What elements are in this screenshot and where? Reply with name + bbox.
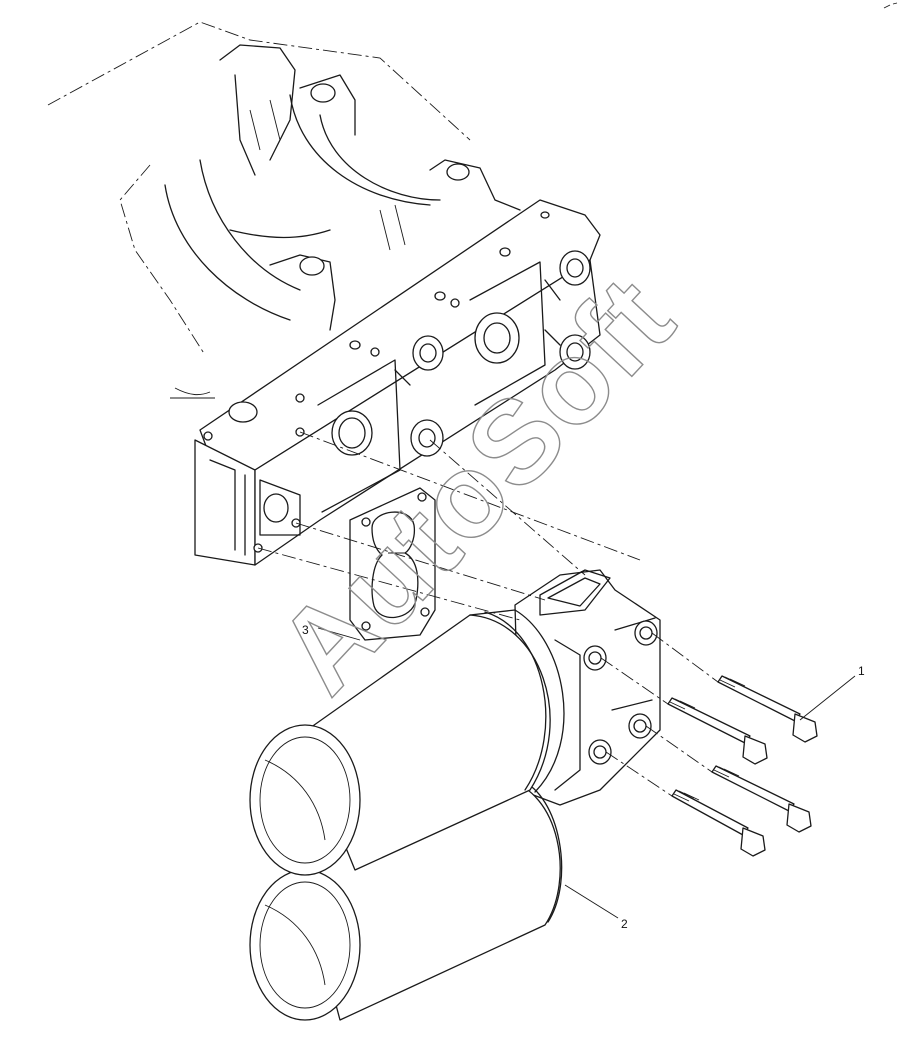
callout-2: 2 [564, 884, 628, 931]
callout-2-label: 2 [621, 917, 628, 931]
gasket [349, 487, 436, 641]
filter-head [514, 569, 661, 806]
callout-1-label: 1 [858, 664, 865, 678]
bolt-1 [717, 675, 818, 743]
callout-3: 3 [302, 623, 361, 641]
oil-filter-upper [249, 609, 565, 876]
oil-filter-lower [249, 779, 563, 1021]
bolt-2 [667, 697, 768, 765]
alignment-lines [257, 431, 719, 797]
bolt-4 [671, 789, 766, 857]
engine-block [47, 21, 601, 566]
callout-3-label: 3 [302, 623, 309, 637]
corner-mark [883, 2, 898, 9]
bolts [667, 675, 818, 857]
callout-1: 1 [799, 664, 865, 721]
bolt-3 [711, 765, 812, 833]
